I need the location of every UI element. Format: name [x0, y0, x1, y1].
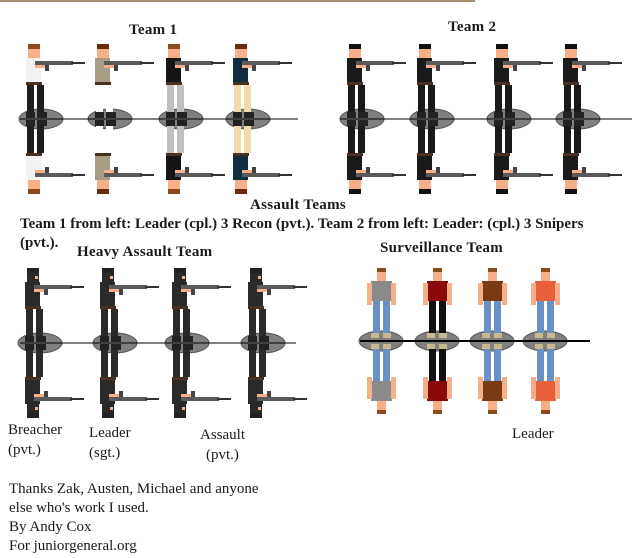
heavy-team-heading: Heavy Assault Team — [77, 244, 213, 260]
miniature-recon — [158, 44, 225, 194]
miniature-operative — [414, 268, 460, 414]
assault-teams-heading: Assault Teams — [250, 197, 347, 213]
surveillance-group — [358, 268, 590, 414]
team2-heading: Team 2 — [448, 19, 497, 35]
miniature-operative — [469, 268, 515, 414]
description-line-2: (pvt.). — [20, 235, 59, 251]
miniature-sniper — [409, 44, 476, 194]
credits-line: By Andy Cox — [9, 519, 92, 535]
team1-group — [18, 44, 298, 194]
surveillance-team-heading: Surveillance Team — [380, 240, 504, 256]
credits-line: else who's work I used. — [9, 500, 149, 516]
team2-group — [339, 44, 632, 194]
miniature-leader — [92, 268, 159, 418]
miniature-assault — [240, 268, 307, 418]
label-breacher-rank: (pvt.) — [8, 442, 41, 458]
label-leader: Leader — [89, 425, 131, 441]
label-assault: Assault — [200, 427, 245, 443]
top-border — [0, 0, 475, 2]
miniature-operative — [358, 268, 404, 414]
team1-heading: Team 1 — [129, 22, 178, 38]
miniature-sniper — [555, 44, 622, 194]
label-breacher: Breacher — [8, 422, 63, 438]
label-leader-rank: (sgt.) — [89, 445, 121, 461]
label-assault-rank: (pvt.) — [206, 447, 239, 463]
heavy-group — [17, 268, 307, 418]
credits-line: Thanks Zak, Austen, Michael and anyone — [9, 481, 259, 497]
label-surveillance-leader: Leader — [512, 426, 554, 442]
miniature-recon — [225, 44, 292, 194]
credits-line: For juniorgeneral.org — [9, 538, 137, 554]
miniature-leader — [18, 44, 85, 194]
miniature-recon — [87, 44, 154, 194]
description-line-1: Team 1 from left: Leader (cpl.) 3 Recon … — [20, 216, 584, 232]
